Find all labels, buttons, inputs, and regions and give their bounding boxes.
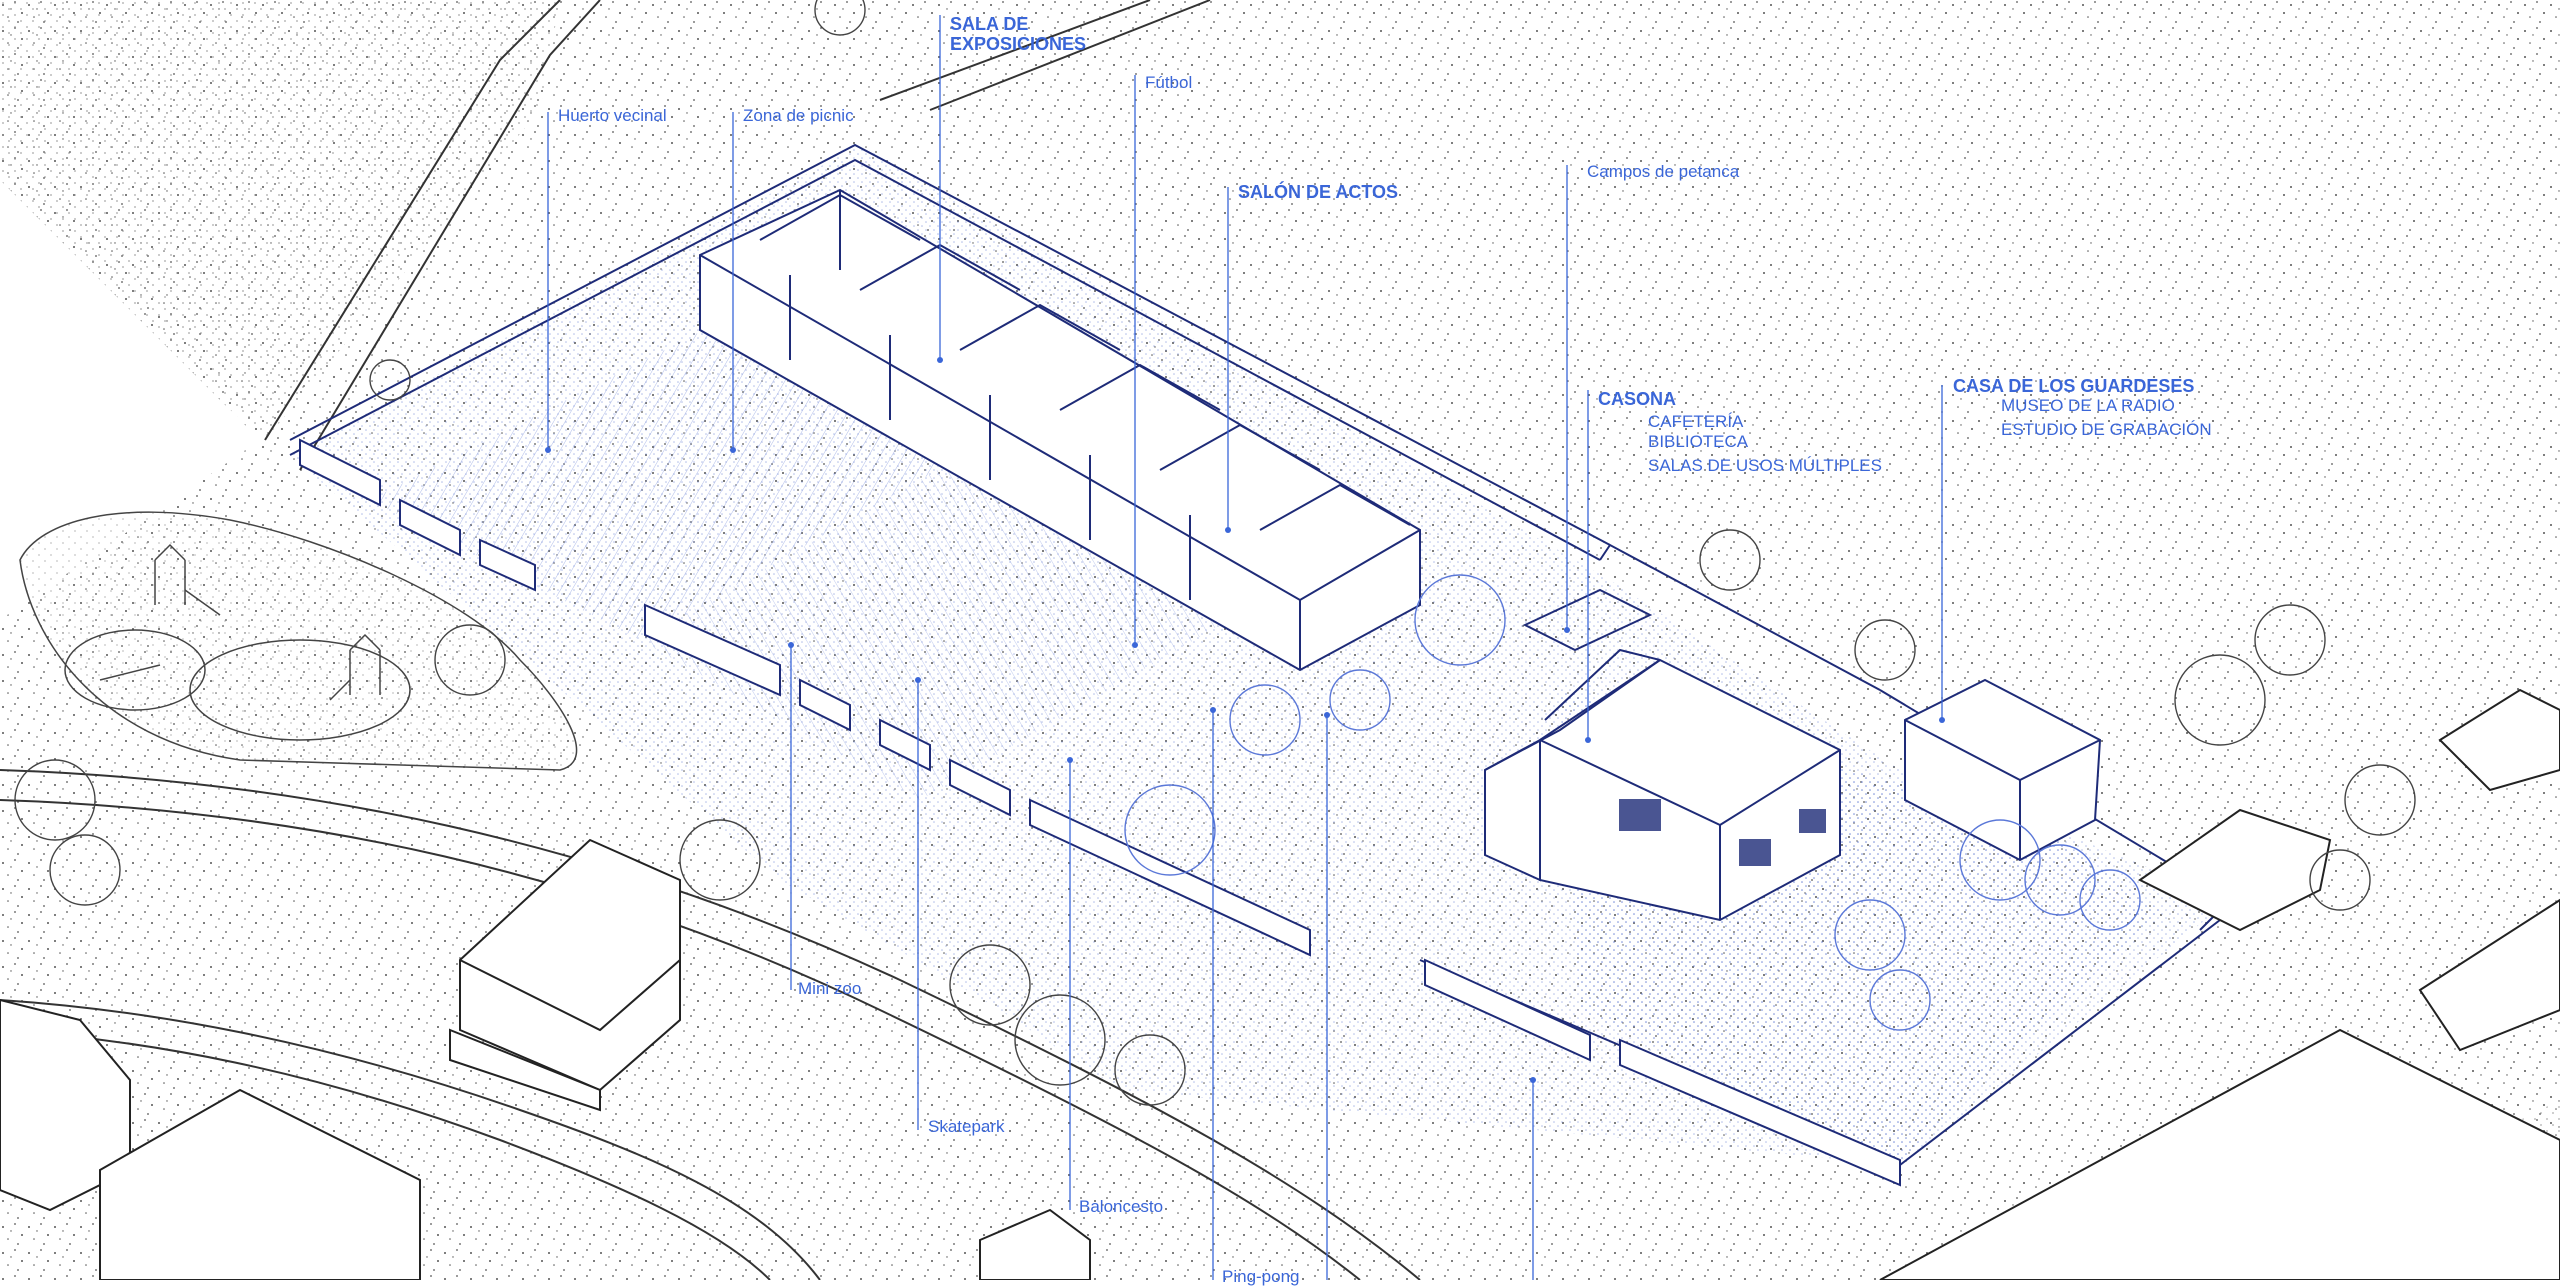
- slide-icon: [154, 543, 221, 616]
- label-museo-radio: MUSEO DE LA RADIO: [2001, 396, 2175, 415]
- leader-lines: [547, 15, 1943, 1280]
- label-casona-cafeteria: CAFETERÍA: [1648, 412, 1744, 431]
- label-huerto-vecinal: Huerto vecinal: [558, 106, 667, 125]
- playground: [19, 511, 578, 771]
- label-mini-zoo: Mini zoo: [798, 979, 862, 998]
- trees-blue: [1124, 574, 2141, 1031]
- casa-guardeses-building: [1904, 678, 2102, 862]
- casona-building: [1484, 648, 1841, 922]
- label-skatepark: Skatepark: [928, 1117, 1005, 1136]
- label-sala-exposiciones-line1: SALA DE: [950, 14, 1029, 34]
- label-baloncesto: Baloncesto: [1079, 1197, 1164, 1216]
- trees: [14, 0, 2416, 1106]
- road: [0, 0, 1421, 1280]
- label-casona: CASONA: [1598, 389, 1677, 409]
- label-zona-picnic: Zona de picnic: [743, 106, 854, 125]
- context-buildings: [0, 688, 2560, 1280]
- label-casona-biblioteca: BIBLIOTECA: [1648, 432, 1749, 451]
- label-casona-salas: SALAS DE USOS MÚLTIPLES: [1648, 456, 1882, 475]
- label-campos-petanca: Campos de petanca: [1587, 162, 1740, 181]
- slide-icon: [329, 633, 381, 701]
- label-futbol: Fútbol: [1145, 73, 1193, 92]
- label-salon-actos: SALÓN DE ACTOS: [1238, 182, 1399, 202]
- leader-dots: [545, 357, 1945, 1083]
- exhibition-hall-building: [699, 188, 1421, 672]
- seesaw-icon: [99, 664, 161, 681]
- label-sala-exposiciones-line2: EXPOSICIONES: [950, 34, 1087, 54]
- low-walls: [299, 438, 1901, 1187]
- petanca-court: [1522, 588, 1653, 652]
- label-ping-pong: Ping-pong: [1222, 1267, 1300, 1286]
- label-casa-guardeses: CASA DE LOS GUARDESES: [1953, 376, 2195, 396]
- label-estudio-grabacion: ESTUDIO DE GRABACIÓN: [2001, 420, 2212, 439]
